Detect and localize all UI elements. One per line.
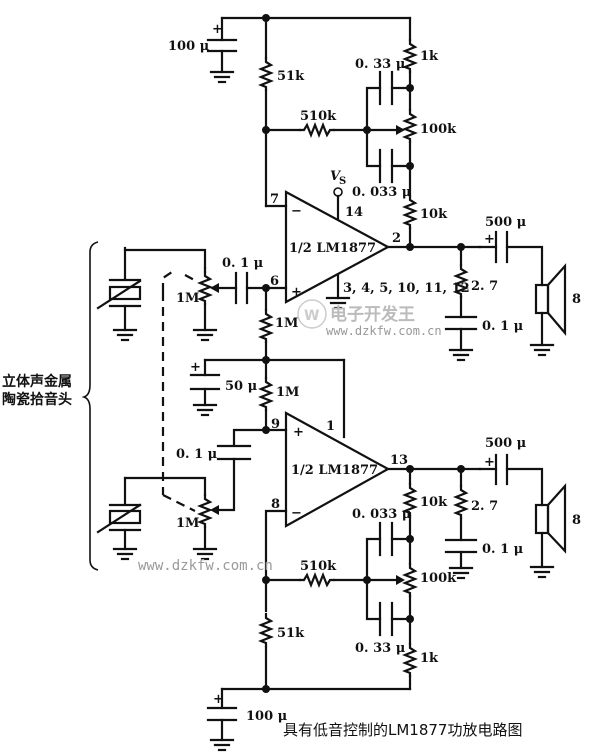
shared-bias-network: + 50 μ 1M 1 [161,269,346,512]
svg-text:8: 8 [572,513,581,528]
upper-speaker-icon: 8 [529,263,581,357]
lower-0.033u-capacitor: 0. 033 μ [352,507,412,582]
svg-text:0. 33 μ: 0. 33 μ [355,57,406,72]
lower-zobel-c-label: 0. 1 μ [482,542,524,557]
pickup-brace [81,241,99,571]
svg-text:0. 033 μ: 0. 033 μ [352,185,412,200]
svg-text:1M: 1M [276,385,299,400]
lower-510k-label: 510k [300,559,337,574]
svg-text:W: W [304,308,319,324]
upper-0.33u-capacitor: 0. 33 μ [355,57,412,132]
watermark: W 电子开发王 www.dzkfw.com.cn www.dzkfw.com.c… [138,299,442,574]
50u-label: 50 μ [225,379,258,394]
svg-text:6: 6 [270,274,279,289]
svg-text:+: + [213,692,224,707]
upper-0.033u-capacitor: 0. 033 μ [352,128,412,200]
svg-text:8: 8 [572,292,581,307]
svg-text:+: + [190,360,201,375]
svg-text:−: − [291,506,302,521]
svg-text:0. 033 μ: 0. 033 μ [352,507,412,522]
svg-text:8: 8 [271,497,280,512]
svg-text:14: 14 [345,205,363,220]
lower-input-cap-label: 0. 1 μ [176,447,218,462]
svg-text:−: − [291,204,302,219]
upper-2.7-label: 2. 7 [471,279,498,294]
svg-text:0. 33 μ: 0. 33 μ [355,641,406,656]
upper-10k-label: 10k [420,207,448,222]
lower-op-amp: + − 1/2 LM1877 9 8 13 [271,411,408,528]
svg-text:S: S [339,176,346,187]
upper-500u-label: 500 μ [485,215,527,230]
svg-text:+: + [484,232,495,247]
watermark-logo-icon [297,299,327,329]
upper-1k-label: 1k [420,49,439,64]
vs-terminal [333,187,343,197]
svg-text:电子开发王: 电子开发王 [330,304,415,325]
upper-510k-label: 510k [300,109,337,124]
svg-text:1: 1 [326,419,335,434]
lower-500u-label: 500 μ [485,436,527,451]
lower-channel: + − 1/2 LM1877 9 8 13 0. 1 μ 1M [96,411,581,752]
lower-speaker-icon: 8 [529,483,581,579]
svg-text:www.dzkfw.com.cn: www.dzkfw.com.cn [326,324,442,338]
svg-text:2: 2 [392,231,401,246]
diagram-caption: 具有低音控制的LM1877功放电路图 [283,721,522,739]
lower-100k-label: 100k [420,571,457,586]
source-label-line1: 立体声金属 [2,373,72,390]
upper-ic-label: 1/2 LM1877 [289,241,376,256]
lower-ic-label: 1/2 LM1877 [291,463,378,478]
lower-1k-label: 1k [420,651,439,666]
svg-text:9: 9 [271,417,280,432]
svg-text:100 μ: 100 μ [246,709,288,724]
upper-supply-capacitor: + 100 μ [168,16,238,84]
svg-text:+: + [484,455,495,470]
svg-text:V: V [330,169,342,184]
svg-text:13: 13 [390,453,408,468]
upper-input-cap-label: 0. 1 μ [222,256,264,271]
lower-pickup-cartridge-icon [96,476,142,561]
upper-op-amp: − + 1/2 LM1877 7 6 2 14 3, 4, 5, 10, 11,… [270,169,470,310]
lower-10k-label: 10k [420,495,448,510]
upper-zobel-c-label: 0. 1 μ [482,319,524,334]
upper-51k-label: 51k [277,69,305,84]
lower-volume-pot-label: 1M [176,516,199,531]
svg-text:7: 7 [270,192,279,207]
lower-0.33u-capacitor: 0. 33 μ [355,578,412,656]
svg-text:1M: 1M [275,316,298,331]
svg-text:www.dzkfw.com.cn: www.dzkfw.com.cn [138,558,273,574]
lower-2.7-label: 2. 7 [471,499,498,514]
svg-text:+: + [291,285,302,300]
source-label-line2: 陶瓷拾音头 [2,391,72,408]
svg-text:+: + [212,22,223,37]
upper-channel: + 100 μ 51k 510k 1k 100k 10k [96,14,581,362]
upper-volume-pot-label: 1M [176,291,199,306]
upper-100k-label: 100k [420,122,457,137]
upper-pickup-cartridge-icon [96,278,142,342]
upper-supply-cap-label: 100 μ [168,39,210,54]
lower-supply-capacitor: + 100 μ [206,687,288,752]
lower-51k-label: 51k [277,626,305,641]
svg-text:3, 4, 5, 10, 11, 12: 3, 4, 5, 10, 11, 12 [343,281,470,296]
svg-text:+: + [293,425,304,440]
